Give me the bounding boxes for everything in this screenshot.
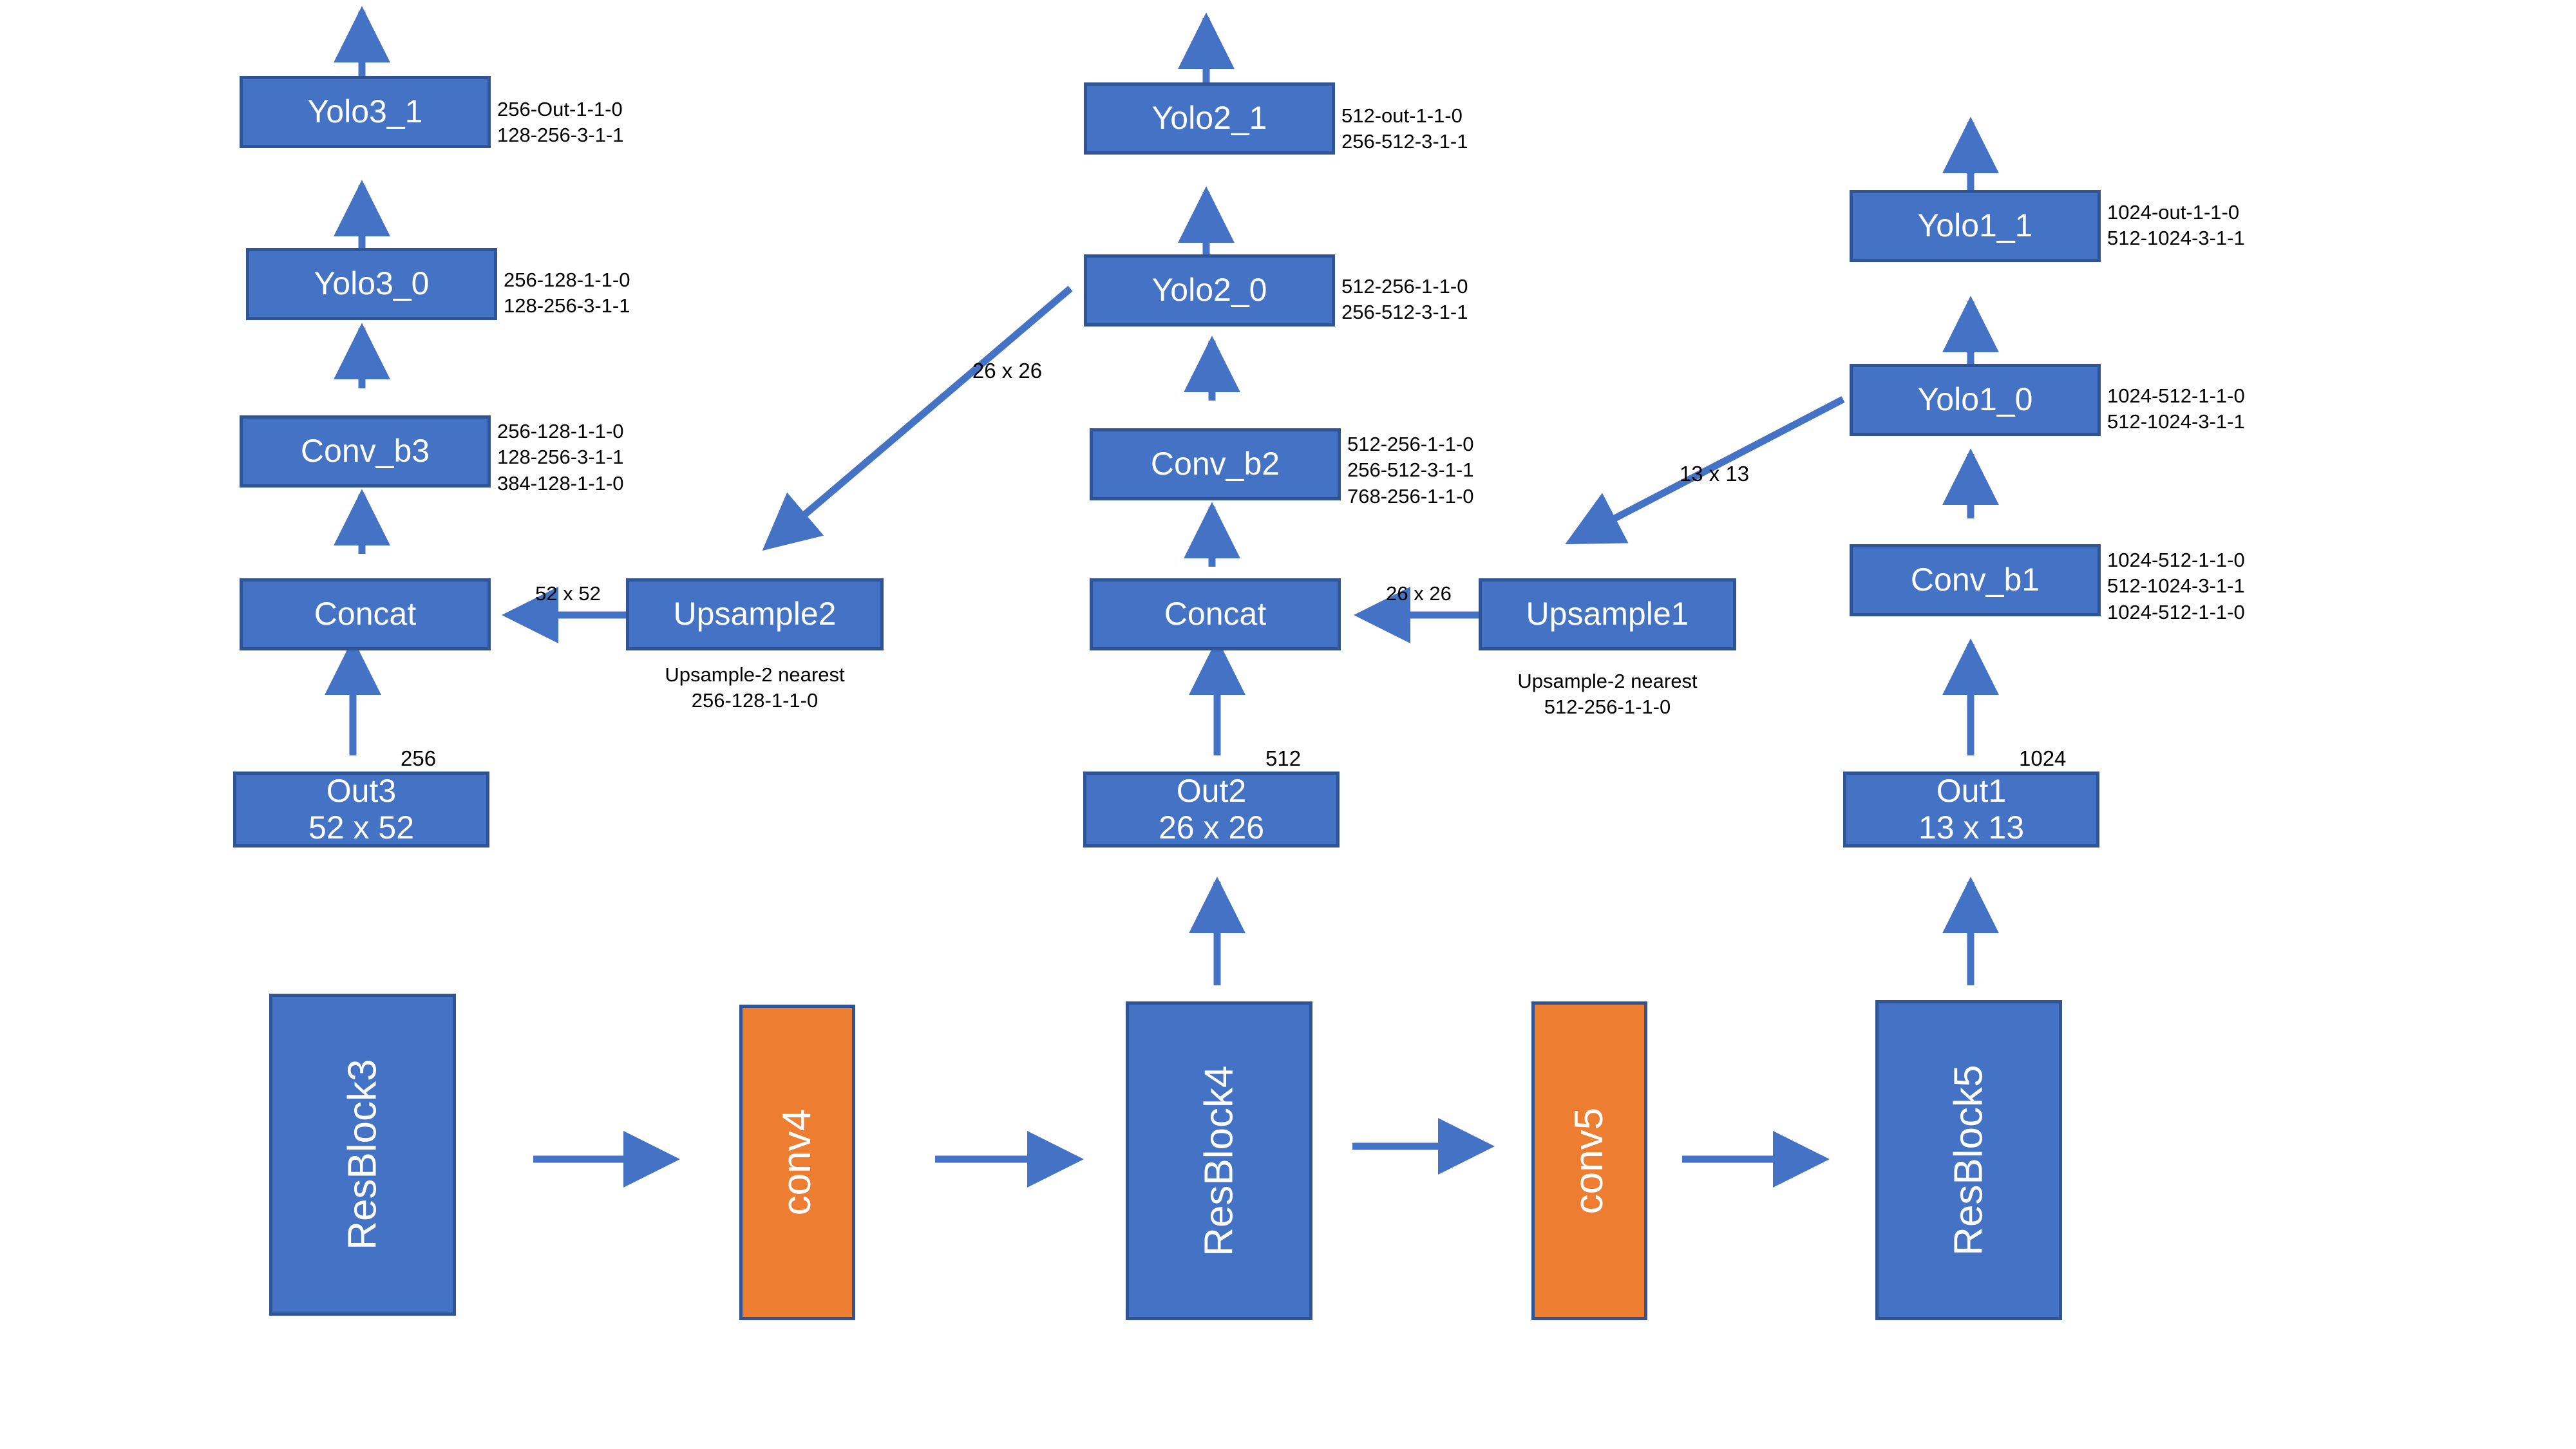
block-upsample1[interactable]: Upsample1	[1479, 578, 1736, 650]
block-label: Out3 52 x 52	[308, 772, 414, 846]
annotation-upsample2-spec: Upsample-2 nearest 256-128-1-1-0	[665, 663, 845, 712]
block-yolo1_0[interactable]: Yolo1_0	[1850, 364, 2101, 436]
arrow-conv_b2-to-upsample2	[762, 285, 1073, 551]
block-yolo2_1[interactable]: Yolo2_1	[1084, 82, 1335, 155]
block-concat-yolo2[interactable]: Concat	[1090, 578, 1341, 650]
block-yolo3_1[interactable]: Yolo3_1	[240, 76, 491, 148]
block-label: Concat	[314, 596, 417, 632]
block-label: Upsample2	[673, 596, 837, 632]
edge-label-upsample2-to-concat: 52 x 52	[535, 582, 601, 605]
block-resblock5[interactable]: ResBlock5	[1875, 1000, 2062, 1320]
block-label: Yolo3_1	[307, 93, 423, 130]
edge-label-conv_b1-to-upsample1: 13 x 13	[1679, 462, 1750, 486]
block-upsample2[interactable]: Upsample2	[626, 578, 884, 650]
block-conv_b2[interactable]: Conv_b2	[1090, 428, 1341, 500]
block-concat-yolo3[interactable]: Concat	[240, 578, 491, 650]
block-label: Yolo2_0	[1151, 272, 1267, 308]
block-label: Conv_b1	[1910, 562, 2040, 598]
block-label: ResBlock5	[1946, 1065, 1991, 1256]
block-label: Conv_b3	[300, 433, 430, 469]
annotation-yolo3_1-spec: 256-Out-1-1-0 128-256-3-1-1	[497, 98, 624, 147]
block-label: ResBlock3	[340, 1059, 385, 1251]
block-out1[interactable]: Out1 13 x 13	[1843, 772, 2099, 848]
annotation-yolo2_0-spec: 512-256-1-1-0 256-512-3-1-1	[1341, 275, 1468, 324]
annotation-out2-channels: 512	[1265, 746, 1302, 770]
block-label: Yolo1_0	[1917, 381, 2033, 418]
block-resblock3[interactable]: ResBlock3	[269, 994, 456, 1316]
annotation-yolo2_1-spec: 512-out-1-1-0 256-512-3-1-1	[1341, 104, 1468, 153]
block-label: Yolo1_1	[1917, 207, 2033, 244]
block-label: ResBlock4	[1197, 1065, 1242, 1256]
block-out2[interactable]: Out2 26 x 26	[1083, 772, 1340, 848]
block-label: Yolo3_0	[314, 265, 430, 302]
block-label: conv4	[775, 1109, 820, 1216]
block-yolo3_0[interactable]: Yolo3_0	[246, 248, 497, 320]
block-yolo1_1[interactable]: Yolo1_1	[1850, 190, 2101, 262]
annotation-yolo1_0-spec: 1024-512-1-1-0 512-1024-3-1-1	[2107, 384, 2245, 433]
annotation-conv_b3-spec: 256-128-1-1-0 128-256-3-1-1 384-128-1-1-…	[497, 420, 624, 495]
block-yolo2_0[interactable]: Yolo2_0	[1084, 254, 1335, 327]
block-conv5[interactable]: conv5	[1531, 1001, 1647, 1320]
edge-label-conv_b2-to-upsample2: 26 x 26	[972, 359, 1043, 383]
block-label: Yolo2_1	[1151, 100, 1267, 137]
block-label: Out1 13 x 13	[1918, 772, 2024, 846]
block-label: Out2 26 x 26	[1158, 772, 1264, 846]
block-resblock4[interactable]: ResBlock4	[1126, 1001, 1312, 1320]
block-label: Conv_b2	[1150, 446, 1280, 482]
annotation-conv_b1-spec: 1024-512-1-1-0 512-1024-3-1-1 1024-512-1…	[2107, 549, 2245, 623]
block-conv4[interactable]: conv4	[739, 1005, 855, 1320]
annotation-yolo3_0-spec: 256-128-1-1-0 128-256-3-1-1	[504, 269, 630, 317]
block-label: Concat	[1164, 596, 1267, 632]
annotation-out1-channels: 1024	[2019, 746, 2067, 770]
annotation-conv_b2-spec: 512-256-1-1-0 256-512-3-1-1 768-256-1-1-…	[1347, 433, 1474, 507]
block-out3[interactable]: Out3 52 x 52	[233, 772, 489, 848]
annotation-yolo1_1-spec: 1024-out-1-1-0 512-1024-3-1-1	[2107, 201, 2245, 250]
edge-label-upsample1-to-concat: 26 x 26	[1386, 582, 1452, 605]
block-conv_b1[interactable]: Conv_b1	[1850, 544, 2101, 616]
annotation-out3-channels: 256	[401, 746, 437, 770]
annotation-upsample1-spec: Upsample-2 nearest 512-256-1-1-0	[1517, 670, 1698, 719]
block-label: Upsample1	[1526, 596, 1689, 632]
block-conv_b3[interactable]: Conv_b3	[240, 415, 491, 488]
block-label: conv5	[1567, 1107, 1612, 1215]
